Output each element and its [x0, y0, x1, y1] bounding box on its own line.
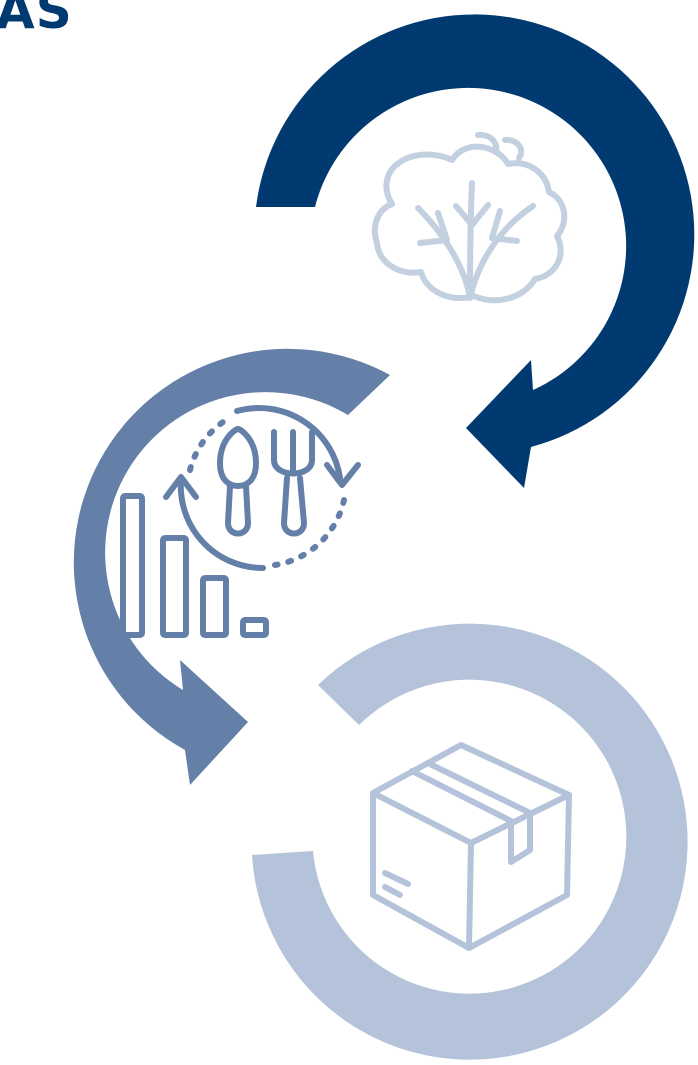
cycle-arrow-medium	[73, 348, 391, 785]
bar-chart-bar-4	[240, 617, 269, 638]
bar-chart-bar-2	[160, 535, 189, 638]
bar-chart-bar-1	[120, 493, 145, 638]
heading-fragment: AS	[0, 0, 73, 40]
bar-chart-bar-3	[200, 575, 229, 638]
cycle-ring-light	[252, 623, 688, 1060]
cycle-arrow-dark	[256, 14, 695, 489]
cabbage-icon	[371, 131, 568, 304]
package-box-icon	[370, 742, 572, 951]
food-waste-reduction-icon	[120, 405, 361, 638]
